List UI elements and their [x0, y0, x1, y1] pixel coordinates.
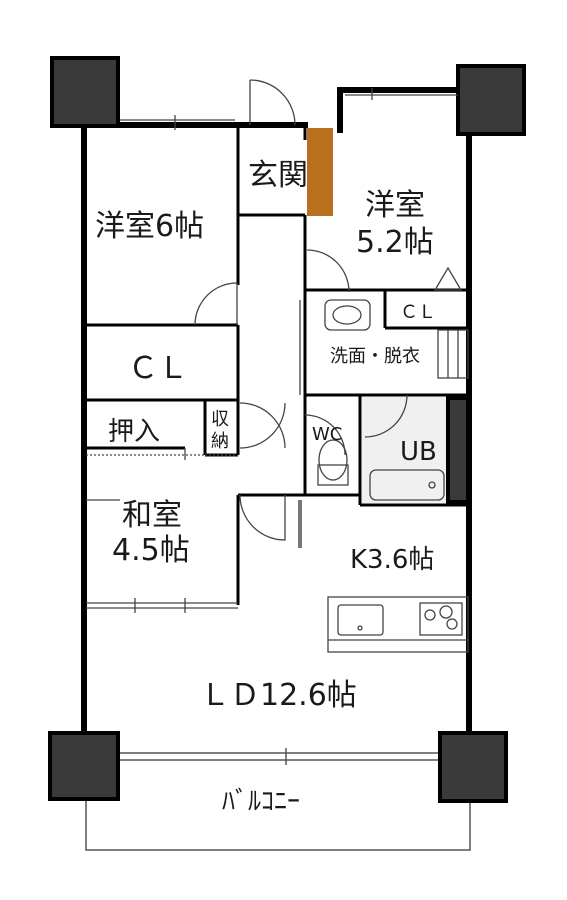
washing-area	[437, 329, 469, 379]
label-closet-left: ＣＬ	[128, 351, 188, 386]
washbasin	[324, 299, 371, 331]
sliding-doors	[86, 88, 463, 613]
label-washroom: 洗面・脱衣	[330, 346, 420, 367]
label-japanese-room-size: 4.5帖	[112, 533, 190, 568]
label-entrance: 玄関	[248, 158, 308, 193]
label-storage-1: 収	[211, 409, 229, 430]
label-oshiire: 押入	[108, 417, 160, 447]
label-western-room-2-name: 洋室	[365, 188, 425, 223]
toilet-fixture	[317, 439, 349, 486]
entrance-floor-accent	[307, 128, 333, 216]
label-western-room-2-size: 5.2帖	[356, 225, 434, 260]
balcony-outline	[85, 748, 471, 851]
door-swings	[194, 79, 408, 548]
label-storage-2: 納	[211, 431, 229, 452]
label-toilet: WC	[312, 424, 342, 445]
kitchen-counter	[327, 596, 469, 653]
pillars	[48, 56, 526, 803]
label-balcony: ﾊﾞﾙｺﾆｰ	[222, 787, 300, 817]
label-kitchen: K3.6帖	[350, 545, 434, 575]
interior-walls	[84, 125, 469, 605]
label-bath: UB	[400, 437, 437, 467]
label-closet-right: ＣＬ	[400, 302, 436, 323]
label-japanese-room-name: 和室	[122, 498, 182, 533]
bath-area	[362, 397, 446, 503]
bathtub	[369, 469, 445, 501]
label-living-dining: ＬＤ12.6帖	[200, 678, 357, 713]
label-western-room-1: 洋室6帖	[95, 209, 204, 244]
